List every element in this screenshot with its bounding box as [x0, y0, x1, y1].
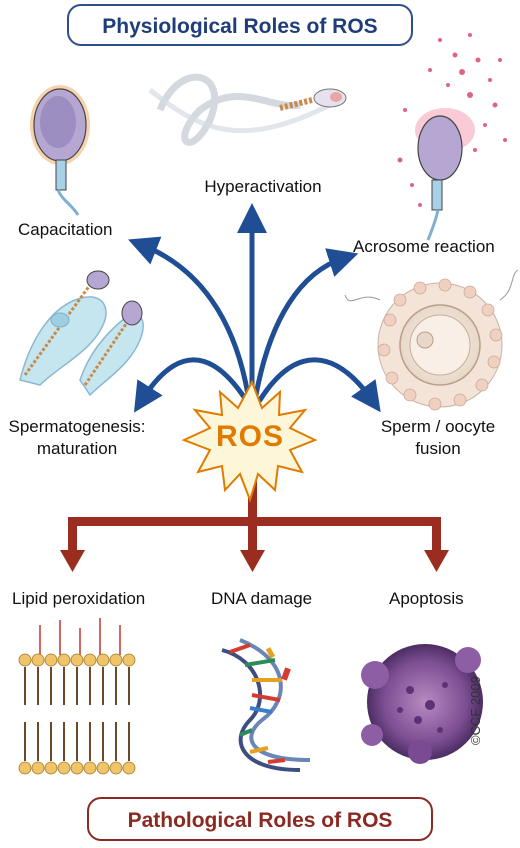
apoptosis-illustration — [361, 644, 483, 764]
arrow-spermatogenesis — [133, 357, 249, 413]
hyperactivation-illustration — [148, 73, 347, 146]
label-hyperactivation: Hyperactivation — [204, 177, 322, 196]
ros-starburst — [181, 379, 318, 504]
arrow-acrosome-reaction — [253, 248, 359, 398]
capacitation-illustration — [30, 85, 90, 216]
pathological-arrows — [60, 470, 449, 572]
physiological-arrows — [128, 203, 381, 413]
label-spermatogenesis: Spermatogenesis: maturation — [8, 417, 146, 458]
pathological-title: Pathological Roles of ROS — [87, 797, 433, 841]
arrow-sperm-oocyte-fusion — [257, 357, 381, 413]
arrowhead-lipid — [60, 550, 85, 572]
arrowhead-apoptosis — [424, 550, 449, 572]
arrowhead-dna — [240, 550, 265, 572]
spermatogenesis-illustration — [19, 270, 144, 397]
label-acrosome-reaction: Acrosome reaction — [353, 237, 495, 256]
label-lipid-peroxidation: Lipid peroxidation — [12, 589, 146, 608]
acrosome-reaction-illustration — [397, 33, 507, 241]
label-capacitation: Capacitation — [18, 220, 113, 239]
label-dna-damage: DNA damage — [211, 589, 313, 608]
arrow-capacitation — [128, 236, 251, 398]
ros-label: ROS — [215, 420, 284, 453]
copyright-notice: ©CCF 2009 — [468, 676, 483, 745]
label-sperm-oocyte-fusion: Sperm / oocyte fusion — [380, 417, 496, 458]
label-apoptosis: Apoptosis — [389, 589, 464, 608]
oocyte-illustration — [344, 269, 519, 411]
physiological-title: Physiological Roles of ROS — [67, 4, 413, 46]
dna-illustration — [221, 638, 311, 772]
lipid-bilayer-illustration — [18, 618, 136, 775]
